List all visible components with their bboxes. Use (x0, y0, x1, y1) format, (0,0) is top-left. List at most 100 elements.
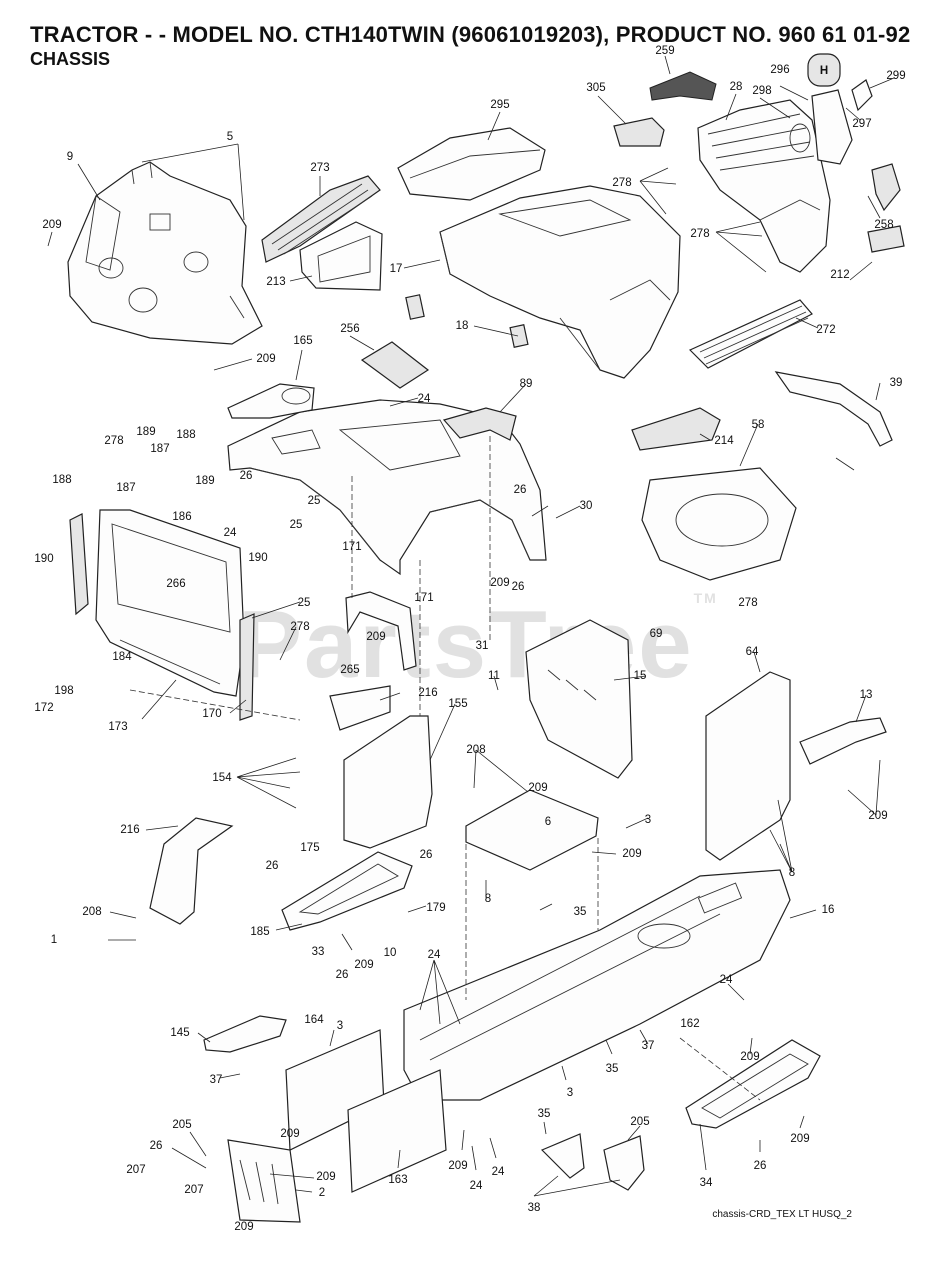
light-housing-305 (613, 117, 665, 147)
callout: 24 (418, 393, 431, 405)
callout: 26 (240, 470, 253, 482)
callout: 209 (790, 1133, 809, 1145)
logo-badge-296 (807, 53, 841, 87)
callout: 298 (752, 85, 771, 97)
bracket-31 (345, 591, 417, 671)
callout: 213 (266, 276, 285, 288)
grille-part (261, 175, 383, 291)
callout: 24 (492, 1166, 505, 1178)
callout: 297 (852, 118, 871, 130)
callout: 209 (354, 959, 373, 971)
cup-holder-165 (227, 383, 315, 419)
callout: 278 (104, 435, 123, 447)
steering-support-part (69, 509, 255, 721)
callout: 25 (298, 597, 311, 609)
side-plate-13 (705, 671, 791, 861)
front-nose-part (697, 99, 831, 273)
callout: 31 (476, 640, 489, 652)
callout: 209 (622, 848, 641, 860)
callout: 25 (290, 519, 303, 531)
callout: 165 (293, 335, 312, 347)
callout: 11 (488, 670, 500, 682)
lens-258 (871, 163, 901, 212)
callout: 209 (366, 631, 385, 643)
callout: 266 (166, 578, 185, 590)
callout: 6 (545, 816, 551, 828)
callout: 188 (176, 429, 195, 441)
clip-18-right (509, 324, 529, 348)
callout: 209 (42, 219, 61, 231)
callout: 209 (448, 1160, 467, 1172)
callout: 38 (528, 1202, 541, 1214)
callout: 216 (418, 687, 437, 699)
callout: 208 (82, 906, 101, 918)
callout: 171 (342, 541, 361, 553)
dash-panel-part (67, 161, 263, 345)
shield-175 (149, 817, 234, 925)
callout: 214 (714, 435, 734, 447)
main-frame-part (403, 869, 791, 1101)
callout: 13 (860, 689, 873, 701)
callout: 187 (116, 482, 135, 494)
callout: 8 (485, 893, 491, 905)
bracket-164 (203, 1015, 287, 1053)
callout: 2 (319, 1187, 325, 1199)
callout: 172 (34, 702, 53, 714)
watermark-tm: TM (693, 590, 718, 606)
callout: 198 (54, 685, 73, 697)
callout: 145 (170, 1027, 189, 1039)
callout: 278 (290, 621, 309, 633)
callout: 28 (730, 81, 743, 93)
logo-badge-letter: H (820, 65, 828, 77)
callout: 188 (52, 474, 71, 486)
panel-64 (525, 619, 633, 779)
callout: 189 (195, 475, 214, 487)
callout: 209 (740, 1051, 759, 1063)
plate-163 (347, 1069, 447, 1193)
callout: 3 (337, 1020, 343, 1032)
callout: 26 (150, 1140, 163, 1152)
seat-support-58 (641, 467, 797, 581)
bracket-39 (774, 371, 893, 447)
hood-part (397, 127, 681, 379)
callout: 34 (700, 1177, 713, 1189)
callout: 64 (746, 646, 759, 658)
callout: 296 (770, 64, 789, 76)
lower-grille-part (688, 299, 813, 369)
callout: 26 (336, 969, 349, 981)
callout: 26 (420, 849, 433, 861)
callout: 299 (886, 70, 905, 82)
callout: 16 (822, 904, 835, 916)
side-plate-11 (343, 715, 433, 849)
bracket-2 (227, 1139, 301, 1223)
callout: 26 (514, 484, 527, 496)
callout: 58 (752, 419, 765, 431)
callout: 258 (874, 219, 893, 231)
callout: 175 (300, 842, 319, 854)
callout: 185 (250, 926, 269, 938)
callout: 24 (224, 527, 237, 539)
plate-6 (465, 789, 599, 871)
callout: 205 (630, 1116, 649, 1128)
cover-212 (867, 225, 905, 253)
callout: 186 (172, 511, 191, 523)
callout: 35 (606, 1063, 619, 1075)
clip-299 (851, 79, 873, 112)
callout: 24 (428, 949, 441, 961)
callout: 26 (754, 1160, 767, 1172)
callout: 163 (388, 1174, 407, 1186)
callout: 179 (426, 902, 445, 914)
footrest-34 (685, 1039, 821, 1129)
callout: 184 (112, 651, 132, 663)
page-subtitle: CHASSIS (30, 49, 111, 69)
callout: 207 (184, 1184, 203, 1196)
callout: 209 (490, 577, 509, 589)
callout: 26 (266, 860, 279, 872)
callout: 10 (384, 947, 397, 959)
callout: 39 (890, 377, 903, 389)
bracket-214 (631, 407, 721, 451)
callout: 207 (126, 1164, 145, 1176)
headlight-lens-259 (649, 71, 717, 101)
callout: 35 (574, 906, 587, 918)
